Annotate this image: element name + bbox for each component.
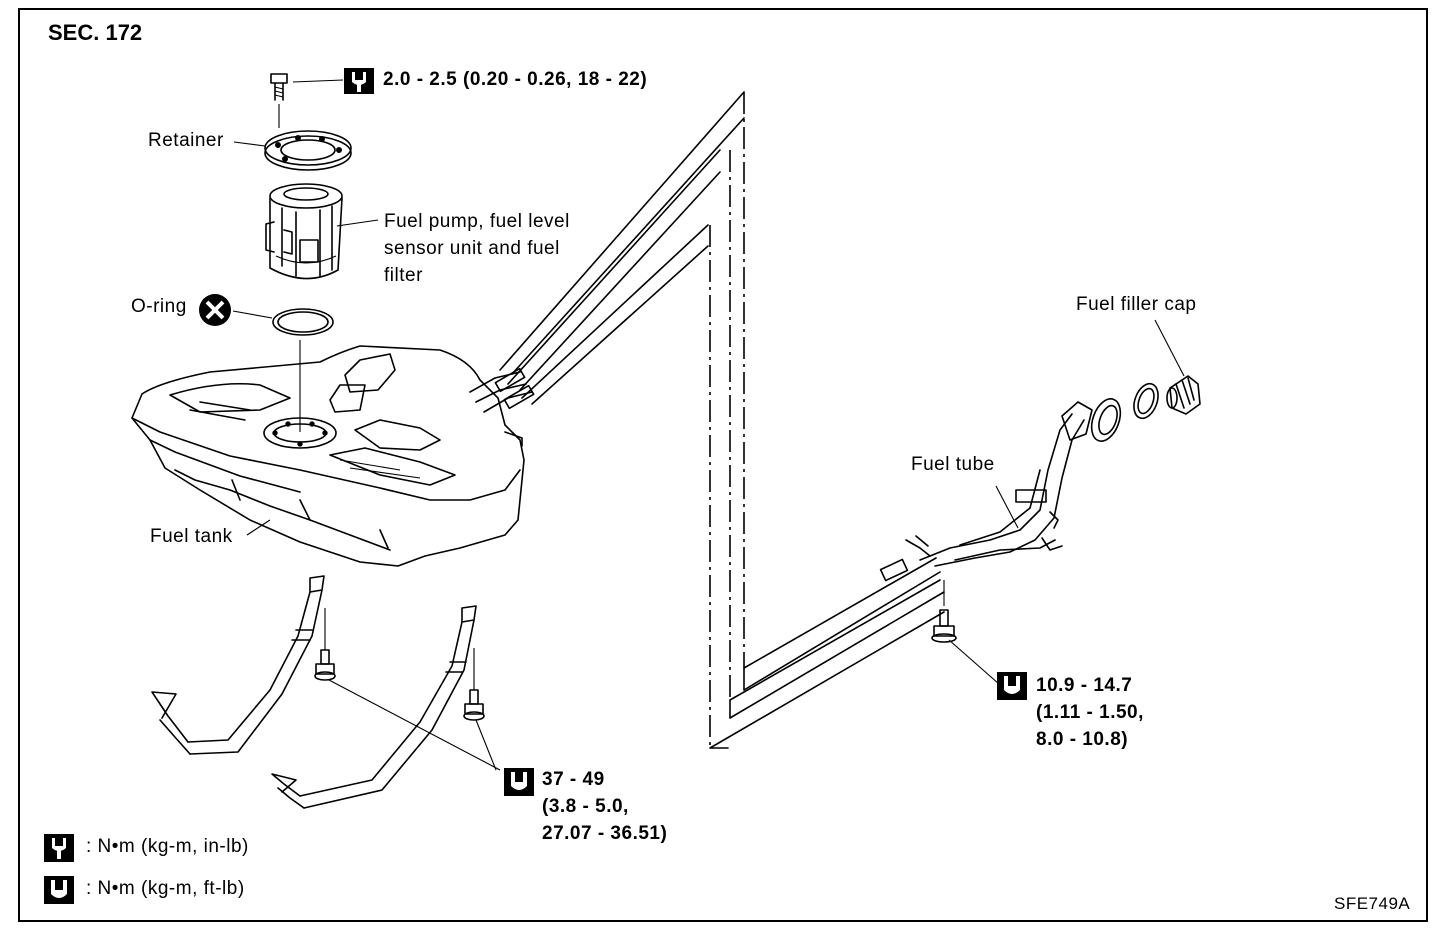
strap-bolt-1 bbox=[314, 608, 336, 681]
torque-strap-bolts-line3: 27.07 - 36.51) bbox=[542, 823, 668, 844]
torque-tube-bolt: 10.9 - 14.7 (1.11 - 1.50, 8.0 - 10.8) bbox=[1036, 672, 1144, 753]
torque-wrench-ft-lb-icon-tube bbox=[997, 672, 1027, 700]
filler-neck-gasket bbox=[1133, 382, 1159, 420]
strap-bolt-2 bbox=[463, 648, 485, 721]
leader-fuel-tank bbox=[246, 519, 271, 536]
o-ring bbox=[272, 308, 334, 336]
leader-fuel-tube bbox=[995, 485, 1019, 529]
leader-retainer-bolt bbox=[292, 79, 344, 83]
tank-strap-front bbox=[151, 575, 325, 755]
section-title: SEC. 172 bbox=[48, 20, 143, 45]
label-fuel-tube: Fuel tube bbox=[911, 454, 995, 475]
label-o-ring: O-ring bbox=[131, 296, 187, 317]
figure-code: SFE749A bbox=[1334, 894, 1411, 913]
legend-ft-lb: : N•m (kg-m, ft-lb) bbox=[86, 878, 245, 899]
torque-strap-bolts-line1: 37 - 49 bbox=[542, 769, 605, 790]
label-fuel-pump: Fuel pump, fuel level sensor unit and fu… bbox=[384, 208, 570, 289]
leader-retainer bbox=[233, 141, 266, 147]
torque-wrench-in-lb-legend-icon bbox=[44, 834, 74, 862]
torque-wrench-ft-lb-legend-icon bbox=[44, 876, 74, 904]
fuel-filler-cap bbox=[1166, 375, 1201, 415]
retainer-ring bbox=[264, 130, 352, 171]
fuel-tube-assembly bbox=[879, 398, 1122, 582]
torque-tube-bolt-line1: 10.9 - 14.7 bbox=[1036, 675, 1133, 696]
tank-pipes-lower bbox=[709, 557, 945, 749]
torque-tube-bolt-line2: (1.11 - 1.50, bbox=[1036, 702, 1144, 723]
legend-in-lb: : N•m (kg-m, in-lb) bbox=[86, 836, 249, 857]
torque-wrench-in-lb-icon bbox=[344, 68, 374, 94]
torque-wrench-ft-lb-icon-strap bbox=[504, 768, 534, 796]
tube-mounting-bolt bbox=[931, 580, 957, 643]
leader-fuel-pump bbox=[336, 219, 379, 227]
leader-strap-bolts bbox=[328, 679, 501, 771]
do-not-reuse-icon bbox=[199, 294, 231, 326]
label-fuel-pump-line1: Fuel pump, fuel level bbox=[384, 211, 570, 232]
torque-strap-bolts: 37 - 49 (3.8 - 5.0, 27.07 - 36.51) bbox=[542, 766, 667, 847]
tank-strap-rear bbox=[271, 605, 477, 809]
torque-retainer-bolt: 2.0 - 2.5 (0.20 - 0.26, 18 - 22) bbox=[383, 69, 648, 90]
torque-strap-bolts-line2: (3.8 - 5.0, bbox=[542, 796, 629, 817]
leader-tube-bolt bbox=[948, 639, 1000, 685]
label-fuel-tank: Fuel tank bbox=[150, 526, 233, 547]
label-retainer: Retainer bbox=[148, 130, 224, 151]
label-fuel-pump-line2: sensor unit and fuel bbox=[384, 238, 560, 259]
diagram-frame bbox=[18, 8, 1428, 922]
label-fuel-filler-cap: Fuel filler cap bbox=[1076, 294, 1197, 315]
leader-o-ring bbox=[232, 310, 273, 319]
fuel-pump-unit bbox=[265, 183, 343, 280]
retainer-bolt bbox=[270, 73, 288, 128]
label-fuel-pump-line3: filter bbox=[384, 265, 423, 286]
torque-tube-bolt-line3: 8.0 - 10.8) bbox=[1036, 729, 1129, 750]
leader-fuel-filler-cap bbox=[1154, 319, 1185, 377]
tank-pipes-upper bbox=[499, 91, 745, 748]
